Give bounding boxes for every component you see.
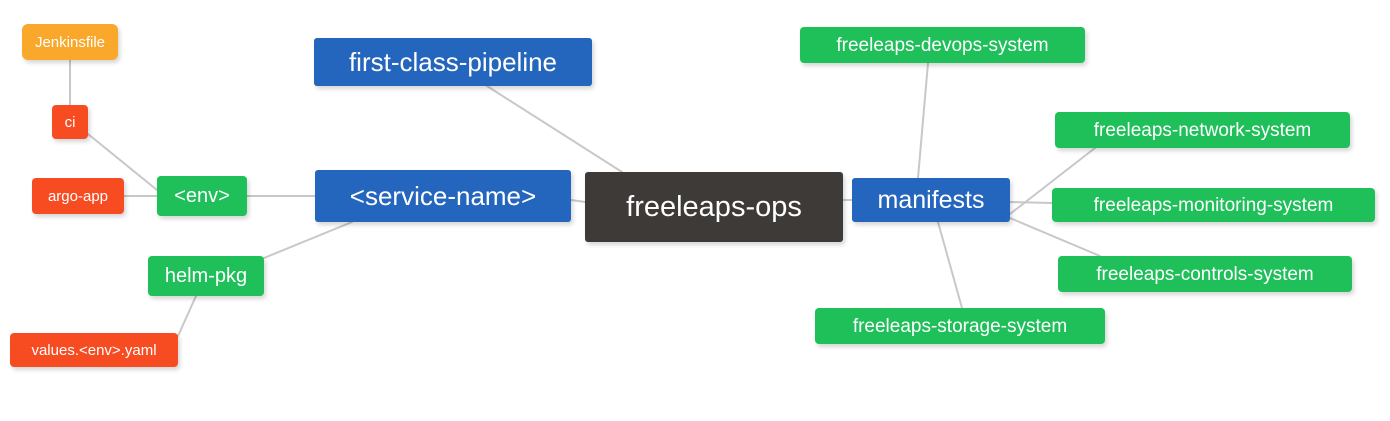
node-service-name[interactable]: <service-name> <box>315 170 571 222</box>
node-storage[interactable]: freeleaps-storage-system <box>815 308 1105 344</box>
edge-helm-pkg-to-service-name <box>263 221 353 259</box>
node-argo-app[interactable]: argo-app <box>32 178 124 214</box>
edge-values-yaml-to-helm-pkg <box>177 295 197 337</box>
node-jenkinsfile[interactable]: Jenkinsfile <box>22 24 118 60</box>
edge-manifests-to-monitoring <box>1009 201 1053 204</box>
node-env[interactable]: <env> <box>157 176 247 216</box>
node-network[interactable]: freeleaps-network-system <box>1055 112 1350 148</box>
edge-first-class-to-root <box>486 85 623 173</box>
node-ci[interactable]: ci <box>52 105 88 139</box>
edge-manifests-to-controls <box>1009 217 1101 257</box>
edge-manifests-to-devops <box>917 62 929 179</box>
node-helm-pkg[interactable]: helm-pkg <box>148 256 264 296</box>
edge-manifests-to-storage <box>937 221 963 309</box>
edge-service-name-to-root <box>570 199 586 203</box>
node-first-class[interactable]: first-class-pipeline <box>314 38 592 86</box>
node-controls[interactable]: freeleaps-controls-system <box>1058 256 1352 292</box>
node-manifests[interactable]: manifests <box>852 178 1010 222</box>
node-devops[interactable]: freeleaps-devops-system <box>800 27 1085 63</box>
node-monitoring[interactable]: freeleaps-monitoring-system <box>1052 188 1375 222</box>
node-root[interactable]: freeleaps-ops <box>585 172 843 242</box>
node-values-yaml[interactable]: values.<env>.yaml <box>10 333 178 367</box>
